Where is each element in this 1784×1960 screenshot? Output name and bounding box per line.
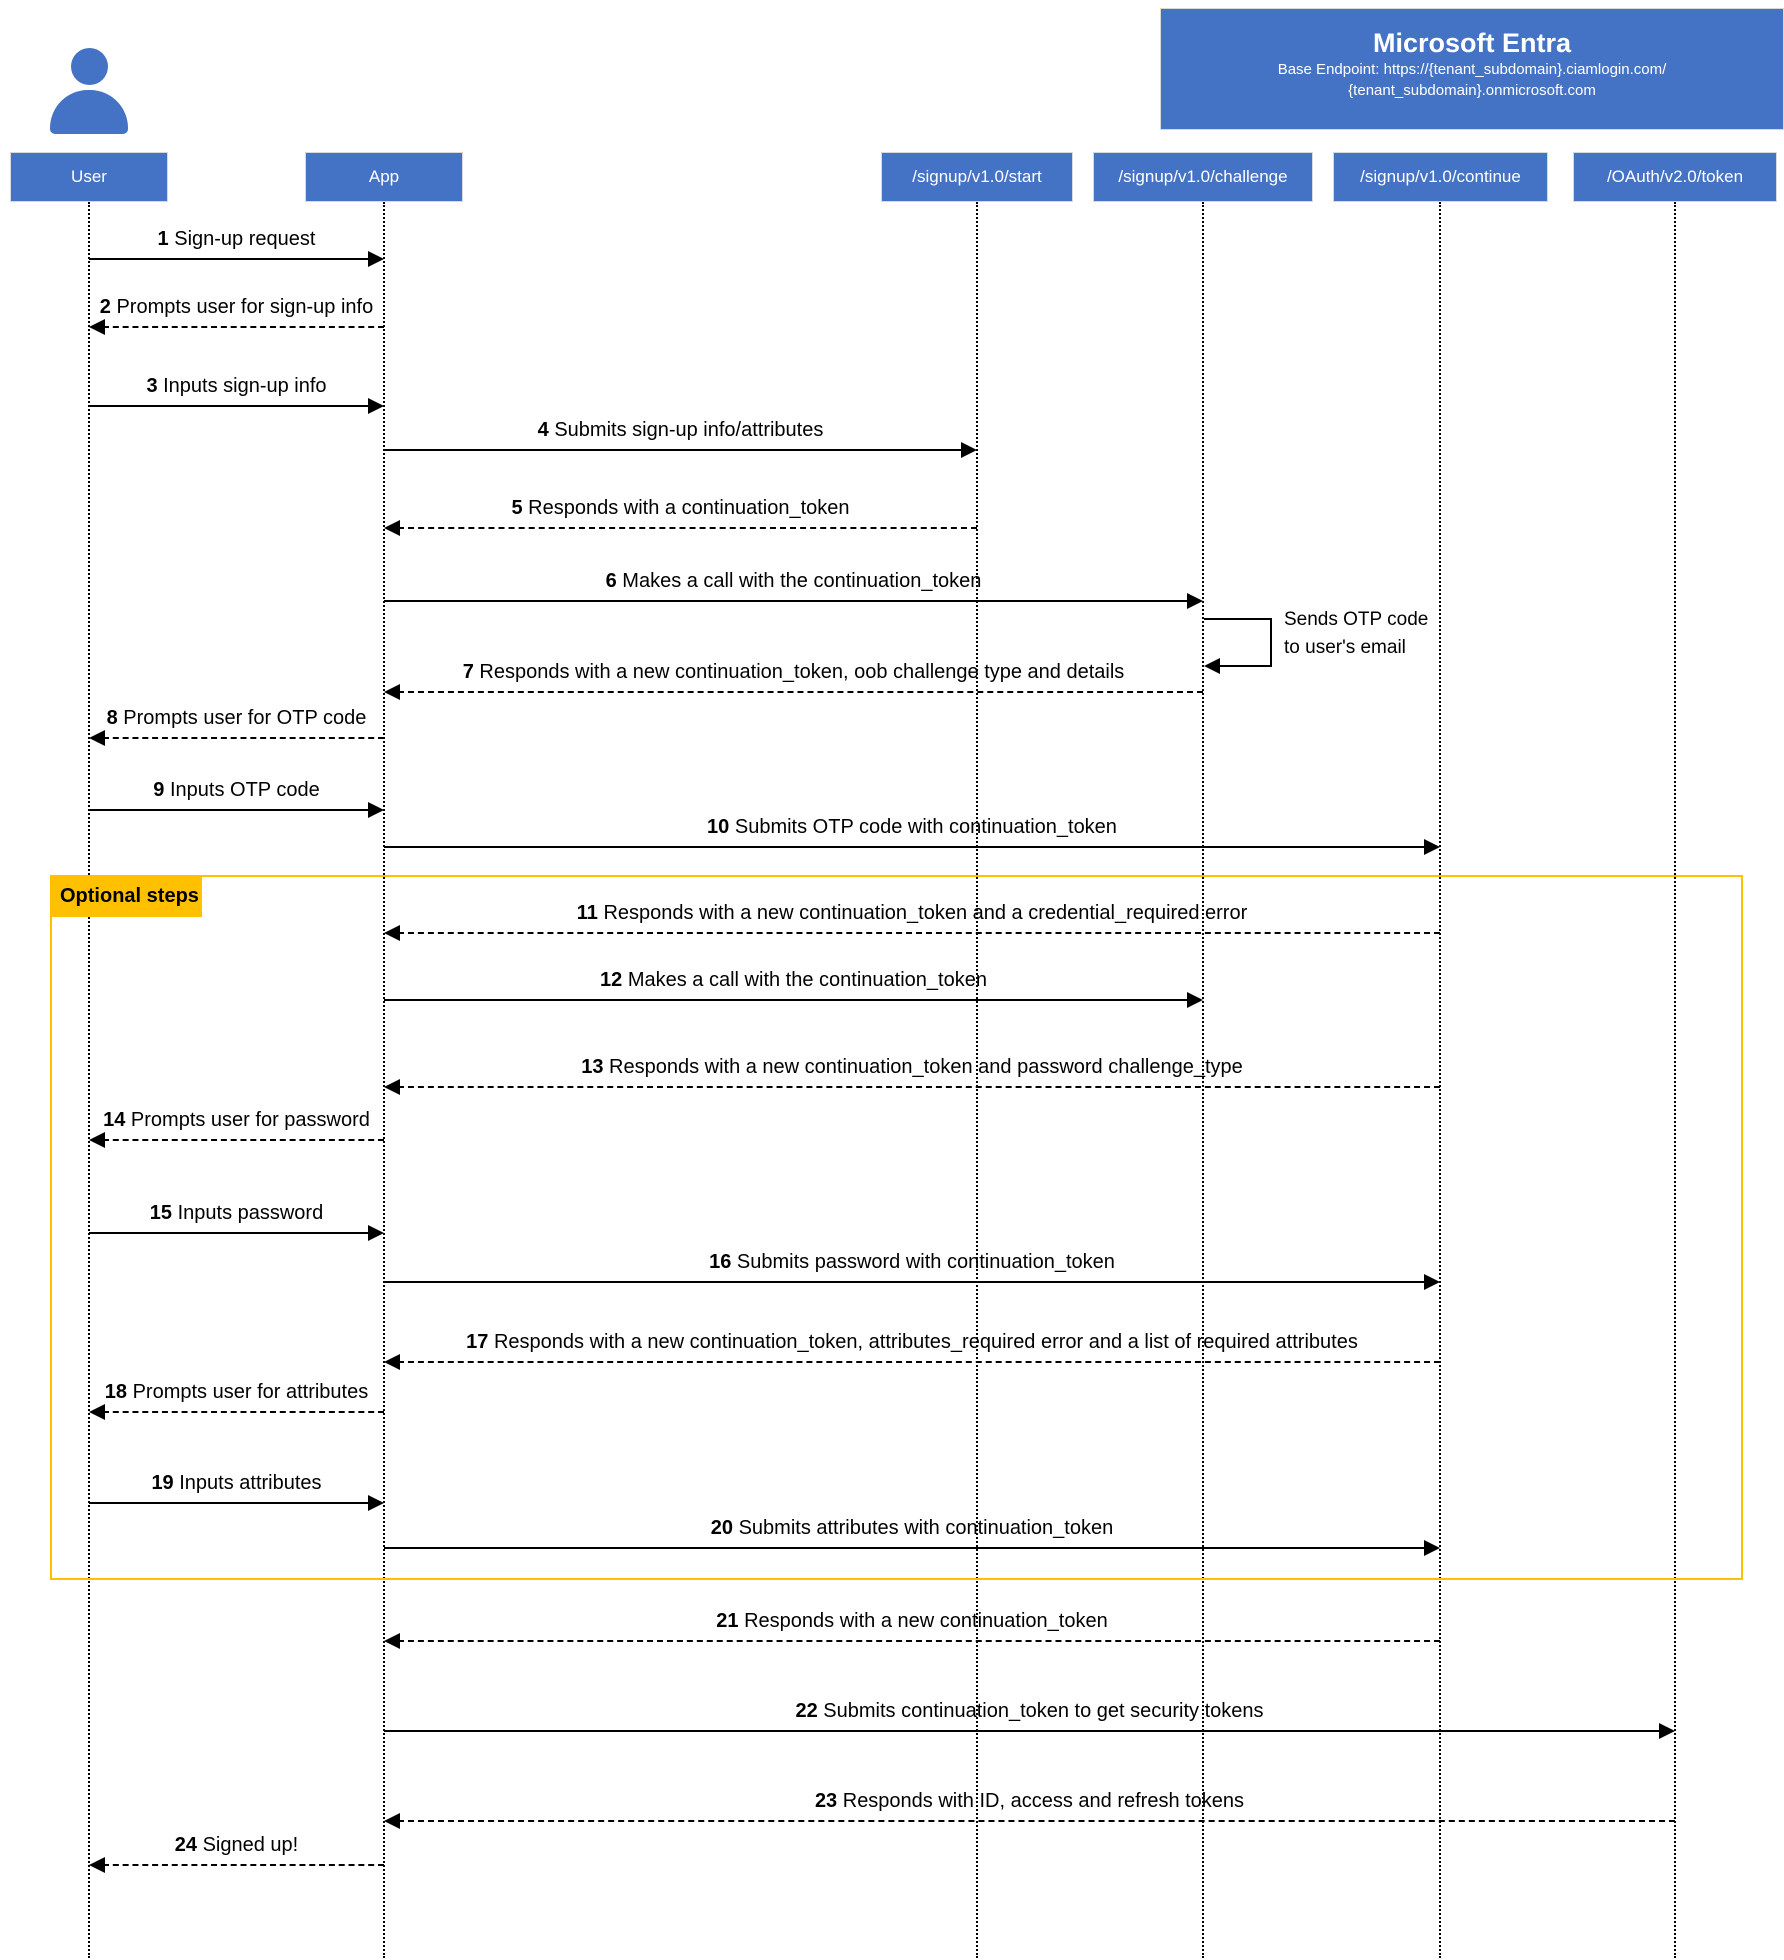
actor-box-continue: /signup/v1.0/continue	[1333, 152, 1548, 202]
entra-endpoint-line1: Base Endpoint: https://{tenant_subdomain…	[1277, 61, 1667, 78]
self-loop-right-line	[1270, 618, 1272, 667]
message-10-arrowhead	[1424, 839, 1440, 855]
message-5-line	[398, 527, 977, 529]
message-11-label: 11 Responds with a new continuation_toke…	[576, 902, 1248, 924]
message-7-line	[398, 691, 1203, 693]
actor-box-challenge: /signup/v1.0/challenge	[1093, 152, 1313, 202]
self-loop-top-line	[1204, 618, 1272, 620]
message-1-line	[89, 258, 370, 260]
message-8-arrowhead	[89, 730, 105, 746]
message-6-label: 6 Makes a call with the continuation_tok…	[605, 570, 982, 592]
lifeline-user	[88, 202, 90, 1958]
message-16-arrowhead	[1424, 1274, 1440, 1290]
message-8-label: 8 Prompts user for OTP code	[106, 707, 367, 729]
message-20-line	[384, 1547, 1426, 1549]
message-19-arrowhead	[368, 1495, 384, 1511]
message-17-label: 17 Responds with a new continuation_toke…	[466, 1331, 1358, 1353]
message-8-line	[103, 737, 384, 739]
user-person-icon	[48, 44, 130, 136]
actor-box-user: User	[10, 152, 168, 202]
message-4-arrowhead	[961, 442, 977, 458]
message-23-label: 23 Responds with ID, access and refresh …	[814, 1790, 1245, 1812]
message-9-line	[89, 809, 370, 811]
message-22-arrowhead	[1659, 1723, 1675, 1739]
message-3-arrowhead	[368, 398, 384, 414]
message-5-label: 5 Responds with a continuation_token	[511, 497, 850, 519]
message-18-label: 18 Prompts user for attributes	[104, 1381, 369, 1403]
self-loop-label-line1: Sends OTP code	[1284, 609, 1429, 630]
microsoft-entra-header: Microsoft Entra Base Endpoint: https://{…	[1160, 8, 1784, 130]
optional-steps-label: Optional steps	[50, 875, 202, 917]
message-1-arrowhead	[368, 251, 384, 267]
lifeline-challenge	[1202, 202, 1204, 1958]
message-18-arrowhead	[89, 1404, 105, 1420]
person-body	[50, 90, 128, 134]
message-15-arrowhead	[368, 1225, 384, 1241]
message-19-label: 19 Inputs attributes	[151, 1472, 322, 1494]
message-21-label: 21 Responds with a new continuation_toke…	[716, 1610, 1108, 1632]
lifeline-start	[976, 202, 978, 1958]
self-loop-arrowhead	[1204, 658, 1220, 674]
message-21-line	[398, 1640, 1440, 1642]
message-24-arrowhead	[89, 1857, 105, 1873]
lifeline-continue	[1439, 202, 1441, 1958]
actor-box-app: App	[305, 152, 463, 202]
message-11-line	[398, 932, 1440, 934]
message-14-line	[103, 1139, 384, 1141]
message-5-arrowhead	[384, 520, 400, 536]
message-14-label: 14 Prompts user for password	[103, 1109, 370, 1131]
person-head	[71, 48, 108, 85]
message-10-line	[384, 846, 1426, 848]
message-7-label: 7 Responds with a new continuation_token…	[462, 661, 1125, 683]
message-6-arrowhead	[1187, 593, 1203, 609]
message-9-arrowhead	[368, 802, 384, 818]
message-24-line	[103, 1864, 384, 1866]
message-16-label: 16 Submits password with continuation_to…	[709, 1251, 1115, 1273]
message-24-label: 24 Signed up!	[174, 1834, 299, 1856]
message-7-arrowhead	[384, 684, 400, 700]
message-15-label: 15 Inputs password	[149, 1202, 324, 1224]
message-21-arrowhead	[384, 1633, 400, 1649]
message-17-arrowhead	[384, 1354, 400, 1370]
message-3-line	[89, 405, 370, 407]
message-2-arrowhead	[89, 319, 105, 335]
message-15-line	[89, 1232, 370, 1234]
self-loop-bottom-line	[1220, 665, 1272, 667]
message-11-arrowhead	[384, 925, 400, 941]
message-23-line	[398, 1820, 1675, 1822]
message-4-label: 4 Submits sign-up info/attributes	[537, 419, 824, 441]
message-2-line	[103, 326, 384, 328]
message-18-line	[103, 1411, 384, 1413]
message-12-label: 12 Makes a call with the continuation_to…	[600, 969, 987, 991]
message-6-line	[384, 600, 1189, 602]
message-20-arrowhead	[1424, 1540, 1440, 1556]
optional-steps-group: Optional steps	[50, 875, 1743, 1580]
self-loop-label: Sends OTP code to user's email	[1284, 606, 1428, 662]
message-13-arrowhead	[384, 1079, 400, 1095]
message-20-label: 20 Submits attributes with continuation_…	[710, 1517, 1114, 1539]
message-9-label: 9 Inputs OTP code	[153, 779, 320, 801]
message-4-line	[384, 449, 963, 451]
message-23-arrowhead	[384, 1813, 400, 1829]
message-3-label: 3 Inputs sign-up info	[146, 375, 327, 397]
message-12-arrowhead	[1187, 992, 1203, 1008]
message-12-line	[384, 999, 1189, 1001]
message-17-line	[398, 1361, 1440, 1363]
message-13-line	[398, 1086, 1440, 1088]
message-22-label: 22 Submits continuation_token to get sec…	[795, 1700, 1264, 1722]
message-16-line	[384, 1281, 1426, 1283]
entra-endpoint-line2: {tenant_subdomain}.onmicrosoft.com	[1348, 82, 1596, 99]
message-22-line	[384, 1730, 1661, 1732]
message-10-label: 10 Submits OTP code with continuation_to…	[707, 816, 1117, 838]
actor-box-token: /OAuth/v2.0/token	[1573, 152, 1777, 202]
actor-box-start: /signup/v1.0/start	[881, 152, 1073, 202]
lifeline-token	[1674, 202, 1676, 1958]
message-2-label: 2 Prompts user for sign-up info	[99, 296, 374, 318]
self-loop-label-line2: to user's email	[1284, 637, 1406, 658]
message-13-label: 13 Responds with a new continuation_toke…	[581, 1056, 1243, 1078]
message-14-arrowhead	[89, 1132, 105, 1148]
message-1-label: 1 Sign-up request	[157, 228, 316, 250]
entra-title: Microsoft Entra	[1372, 28, 1572, 58]
message-19-line	[89, 1502, 370, 1504]
